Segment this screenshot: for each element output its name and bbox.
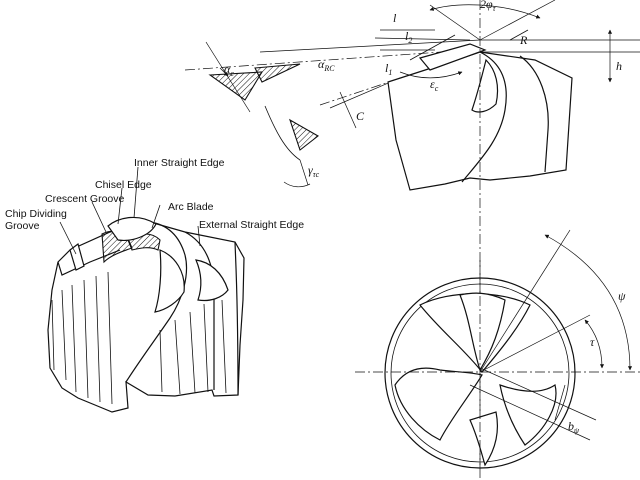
symbol-l: l [393,11,397,25]
symbol-l1: l1 [385,61,392,77]
label-leaders [59,166,201,255]
drill-end-view [355,229,640,470]
symbol-two-phi-tau: 2φτ [480,0,497,13]
label-crescent-groove: Crescent Groove [45,193,125,205]
section-profiles [184,29,481,188]
symbol-l2: l2 [405,29,412,45]
symbol-epsilon-c: εc [430,77,439,93]
symbol-tau: τ [590,335,595,349]
label-inner-straight-edge: Inner Straight Edge [134,157,225,169]
symbol-C: C [356,109,365,123]
label-chisel-edge: Chisel Edge [95,179,152,191]
symbol-alpha-rc: αRC [318,57,335,73]
drill-side-view [387,0,640,480]
label-arc-blade: Arc Blade [168,201,214,213]
symbol-alpha-c: αc [224,62,234,78]
symbol-R: R [519,33,528,47]
symbol-gamma-tc: γτc [308,163,320,179]
symbol-h: h [616,59,622,73]
symbol-psi: ψ [618,289,626,303]
symbol-b-psi: bψ [568,419,580,435]
label-external-straight-edge: External Straight Edge [199,219,304,231]
drill-3d-view [47,216,245,413]
